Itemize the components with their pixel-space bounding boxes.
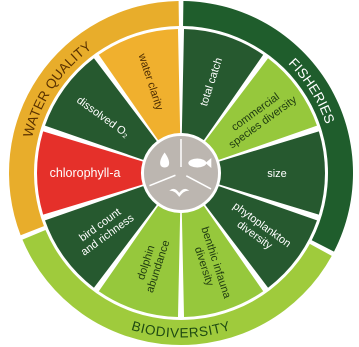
segment-benthic-infauna-diversity: benthic infaunadiversity — [181, 205, 264, 317]
center-hub — [142, 134, 220, 212]
hub-divider — [185, 175, 212, 190]
segment-label-size: size — [267, 168, 287, 180]
group-ring-water-quality — [9, 1, 179, 236]
hub-circle — [142, 134, 220, 212]
segment-dissolved-o2: dissolved O₂ — [45, 58, 157, 160]
segment-water-clarity: water clarity — [98, 29, 181, 141]
segment-wedge-bird-count-and-richness — [45, 186, 157, 288]
water-droplet-icon — [160, 152, 170, 168]
segment-total-catch: total catch — [181, 29, 264, 141]
segment-commercial-species-diversity: commercialspecies diversity — [205, 58, 317, 160]
group-ring-fisheries — [183, 1, 353, 252]
segment-wedge-size — [219, 131, 325, 215]
segment-wedge-benthic-infauna-diversity — [181, 205, 264, 317]
segment-wedge-chlorophyll-a — [36, 131, 143, 215]
group-ring-biodiversity — [22, 229, 332, 345]
segment-label-chlorophyll-a: chlorophyll-a — [50, 166, 121, 180]
segment-wedge-dolphin-abundance — [98, 205, 181, 317]
fish-icon — [188, 158, 212, 168]
hub-icons — [149, 139, 212, 197]
segment-wedge-commercial-species-diversity — [205, 58, 317, 160]
hub-divider — [149, 174, 176, 187]
segment-size: size — [219, 131, 325, 215]
segment-wedge-dissolved-o2 — [45, 58, 157, 160]
segment-wedge-phytoplankton-diversity — [205, 186, 317, 288]
segment-chlorophyll-a: chlorophyll-a — [36, 131, 143, 215]
segment-bird-count-and-richness: bird countand richness — [45, 186, 157, 288]
segment-wedge-water-clarity — [98, 29, 181, 141]
group-label-biodiversity: BIODIVERSITY — [130, 318, 232, 340]
segment-wedge-total-catch — [181, 29, 264, 141]
bird-icon — [169, 188, 190, 197]
segment-phytoplankton-diversity: phytoplanktondiversity — [205, 186, 317, 288]
segment-dolphin-abundance: dolphinabundance — [98, 205, 181, 317]
